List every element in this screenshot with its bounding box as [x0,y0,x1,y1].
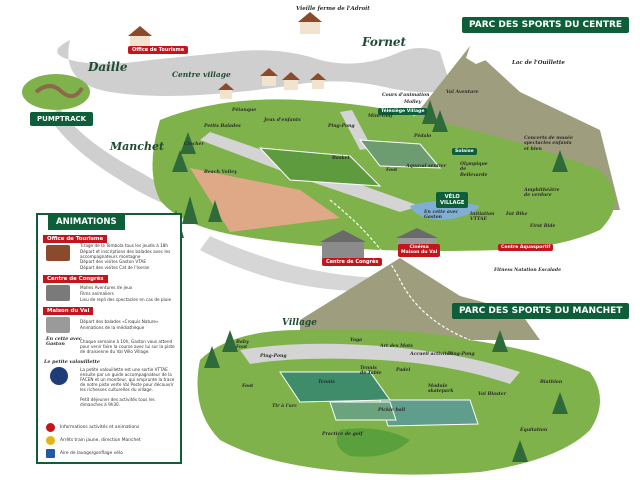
centre-congres-label: Centre de Congrès [322,258,383,266]
pumptrack-island [22,74,90,110]
legend-office-item-1: Tirage de la Tombola tous les jeudis à 1… [80,243,169,248]
cinema-label: Cinéma Maison du Val [398,244,441,257]
bike-wash-icon [46,449,55,458]
legend-section-congres: Centre de Congrès [43,275,108,283]
place-yoga: Yoga [350,338,363,343]
place-fornet: Fornet [362,35,407,49]
beach-volley-court [190,168,340,232]
place-mini-golf: Mini-Golf [368,114,393,119]
place-fat-bike: Fat Bike [506,212,528,217]
parc-manchet-title: PARC DES SPORTS DU MANCHET [452,303,630,319]
place-baby-foot: Baby Foot [236,340,249,351]
road-daille-fornet [57,40,453,96]
valouillette-logo-icon [50,367,68,385]
maison-icon [46,317,70,333]
practice-golf [336,428,410,457]
train-icon [46,436,55,445]
legend-maison-item-1: Départ des balades «Croquis Nature» [80,319,159,324]
place-petanque: Pétanque [232,108,257,113]
place-basket: Basket [332,156,350,161]
place-manchet: Manchet [110,140,165,153]
place-amphitheatre: Amphithéâtre de verdure [524,188,560,199]
train-route [329,199,471,341]
place-petits-balades: Petits Balades [204,124,241,129]
legend-gaston-text: Chaque semaine à 10h, Gaston vous attend… [80,339,175,354]
place-jeux-enfants: Jeux d'enfants [264,118,301,123]
place-ping-pong: Ping-Pong [328,124,355,129]
office-icon [46,245,70,261]
congres-icon [46,285,70,301]
foot-court [258,147,382,187]
mountain-manchet [300,258,540,340]
legend-office-item-4: Départ des visites Cat de l'Iseran [80,265,150,270]
place-village: Village [282,318,317,328]
place-biathlon: Biathlon [540,380,563,385]
solaise-label: Solaise [452,148,477,155]
animations-legend: ANIMATIONS Office de Tourisme Tirage de … [36,213,182,464]
place-tennis-table: Tennis de Table [360,366,382,377]
place-fitness: Fitness Natation Escalade [494,268,562,273]
telesiege-label: Télésiège Village [378,108,428,115]
road-to-manchet [200,236,384,292]
legend-valouillette-label: Le petite valouillette [44,359,100,365]
legend-congres-item-1: Malles Aventures de jeux [80,285,133,290]
place-foot-2: Foot [242,384,254,389]
place-initiation-vttae: Initiation VTTAE [470,212,495,223]
legend-title: ANIMATIONS [48,214,125,230]
place-molley: Molley [404,100,422,105]
velo-village-label: VÉLO VILLAGE [436,192,469,208]
legend-office-item-2: Départ et inscriptions des balades avec … [80,249,171,259]
place-en-cette: En cette avec Gaston [424,210,459,221]
place-art-des-mots: Art des Mots [380,344,413,349]
place-padel: Padel [396,368,411,373]
legend-valouillette-text: La petite valouillette est une sortie VT… [80,367,175,392]
place-foot: Foot [386,168,398,173]
legend-maison-item-2: Animations de la médiathèque [80,325,145,330]
place-ping-pong-3: Ping-Pong [260,354,287,359]
basket-court [358,139,442,169]
legend-section-office: Office de Tourisme [43,235,108,243]
info-icon [46,423,55,432]
office-tourisme-label: Office de Tourisme [128,46,189,54]
legend-congres-item-2: Films animaliers [80,291,114,296]
place-concerts: Concerts de musée spectacles enfants et … [524,136,573,152]
place-aquaval: Aquaval sentier [406,164,447,169]
manchet-road [240,343,520,384]
legend-gaston-label: En cette avec Gaston [46,336,82,348]
place-centre-village: Centre village [172,70,231,79]
pickleball-courts [329,401,397,421]
parc-centre-title: PARC DES SPORTS DU CENTRE [462,17,630,33]
place-lac-ouillette: Lac de l'Ouillette [512,60,565,66]
place-val-aventure: Val Aventure [446,90,479,95]
place-pickle-ball: Pickle ball [378,408,406,413]
place-olympique: Olympique de Bellevarde [460,162,488,178]
place-pedalo: Pédalo [414,134,432,139]
place-tir-arc: Tir à l'arc [272,404,298,409]
place-daille: Daille [88,60,128,74]
place-clocher: Clocher [184,142,204,147]
congres-building [322,242,364,260]
place-ping-pong-2: Ping-Pong [448,352,475,357]
place-tennis: Tennis [318,380,335,385]
place-practice-golf: Practice de golf [322,432,363,437]
place-val-blaster: Val Blaster [478,392,507,397]
place-module-skatepark: Module skatepark [428,384,454,395]
houses-centre [128,12,326,99]
legend-office-item-3: Départ des visites Gaston VTAE [80,259,146,264]
trees-manchet [204,330,568,462]
place-cours-animation: Cours d'animation [382,93,430,98]
legend-foot-3: Aire de lavage/gonflage vélo [60,451,123,456]
legend-foot-2: Arrêts train jaune, direction Manchet [60,438,141,443]
place-beach-volley: Beach Volley [204,170,237,175]
legend-section-maison: Maison du Val [43,307,94,315]
pumptrack-label: PUMPTRACK [30,112,94,126]
centre-aquasportif-label: Centre Aquasportif [498,244,554,251]
legend-congres-item-3: Lieu de repli des spectacles en cas de p… [80,297,172,302]
legend-foot-1: Informations activités et animations [60,425,140,430]
place-first-ride: First Ride [530,224,556,229]
legend-petit-dej: Petit déjeuner des activités tous les di… [80,397,155,407]
place-vieille-ferme: Vieille ferme de l'Adroit [296,6,370,12]
place-equitation: Équitation [520,428,548,433]
place-accueil-activites: Accueil activités [410,352,453,357]
